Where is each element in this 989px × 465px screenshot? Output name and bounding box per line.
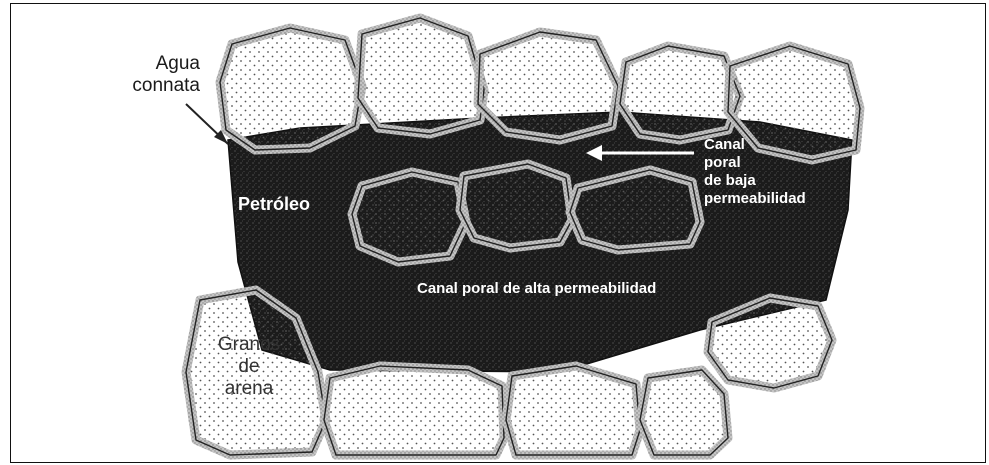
connate-water-line-2: connata xyxy=(112,75,200,97)
grains-line-2: de xyxy=(206,356,292,378)
sand-grain xyxy=(478,32,618,140)
low-perm-line-1: Canal xyxy=(704,136,806,154)
sand-grain xyxy=(220,28,362,150)
connate-water-label: Agua connata xyxy=(112,53,200,97)
connate-water-line-1: Agua xyxy=(112,53,200,75)
sand-grain xyxy=(570,170,700,250)
sand-grains-label: Granos de arena xyxy=(206,334,292,400)
sand-grain xyxy=(640,370,728,455)
low-perm-channel-label: Canal poral de baja permeabilidad xyxy=(704,136,806,208)
low-perm-line-4: permeabilidad xyxy=(704,190,806,208)
sand-grain xyxy=(460,164,572,248)
sand-grain xyxy=(708,298,832,388)
oil-label: Petróleo xyxy=(238,194,310,215)
low-perm-line-2: poral xyxy=(704,154,806,172)
low-perm-line-3: de baja xyxy=(704,172,806,190)
grains-line-3: arena xyxy=(206,378,292,400)
sand-grain xyxy=(324,366,504,455)
sand-grain xyxy=(352,172,466,262)
grains-line-1: Granos xyxy=(206,334,292,356)
sand-grain xyxy=(620,46,740,140)
high-perm-channel-label: Canal poral de alta permeabilidad xyxy=(417,280,656,297)
